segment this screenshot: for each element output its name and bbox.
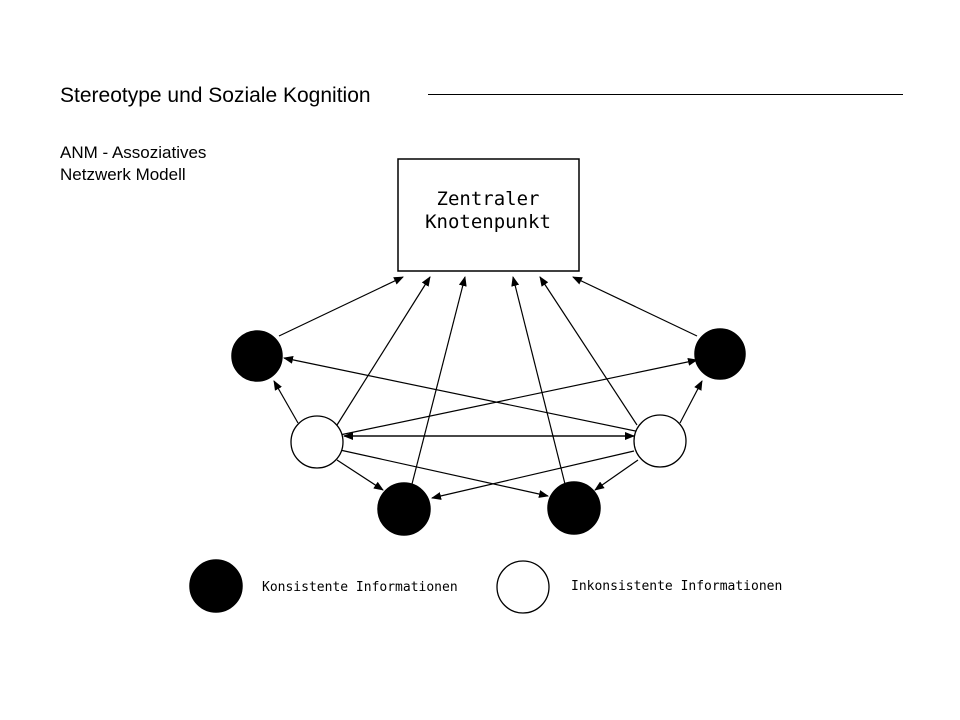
legend-consistent-label: Konsistente Informationen (262, 580, 458, 595)
arrow-inconsistent-left-to-consistent-left (273, 380, 299, 424)
legend-consistent-swatch (189, 559, 243, 613)
arrow-inconsistent-left-to-consistent-bottom-right (339, 449, 549, 498)
arrow-inconsistent-right-to-consistent-right (679, 380, 703, 424)
slide-title: Stereotype und Soziale Kognition (60, 84, 371, 107)
arrow-consistent-bottom-left-to-center (411, 276, 467, 485)
arrow-inconsistent-right-to-consistent-bottom-left (431, 450, 635, 500)
consistent-node-right (694, 328, 746, 380)
slide-subtitle: ANM - Assoziatives Netzwerk Modell (60, 142, 206, 186)
arrow-inconsistent-left-to-consistent-right (334, 357, 698, 437)
subtitle-line-2: Netzwerk Modell (60, 165, 186, 184)
legend-inconsistent-label: Inkonsistente Informationen (571, 579, 782, 594)
consistent-node-left (231, 330, 283, 382)
arrow-inconsistent-left-to-consistent-bottom-left (336, 459, 384, 491)
inconsistent-node-right (633, 414, 687, 468)
association-arrows (273, 276, 703, 500)
arrow-inconsistent-right-to-consistent-left (283, 355, 641, 433)
legend-inconsistent-swatch (496, 560, 550, 614)
central-node-label-line-1: Zentraler (437, 188, 540, 210)
arrow-consistent-right-to-center (572, 276, 698, 337)
arrow-consistent-left-to-center (278, 276, 404, 337)
subtitle-line-1: ANM - Assoziatives (60, 143, 207, 162)
consistent-node-bottom-left (377, 482, 431, 536)
consistent-node-bottom-right (547, 481, 601, 535)
legend: Konsistente Informationen Inkonsistente … (189, 559, 782, 614)
central-node-label-line-2: Knotenpunkt (425, 211, 551, 233)
arrow-consistent-bottom-right-to-center (511, 276, 566, 485)
arrow-inconsistent-right-to-consistent-bottom-right (594, 459, 639, 491)
title-underline-rule (428, 94, 903, 95)
arrow-inconsistent-right-to-center (539, 276, 638, 426)
central-node-box (397, 158, 580, 272)
inconsistent-node-left (290, 415, 344, 469)
arrow-inconsistent-left-to-center (336, 276, 431, 426)
